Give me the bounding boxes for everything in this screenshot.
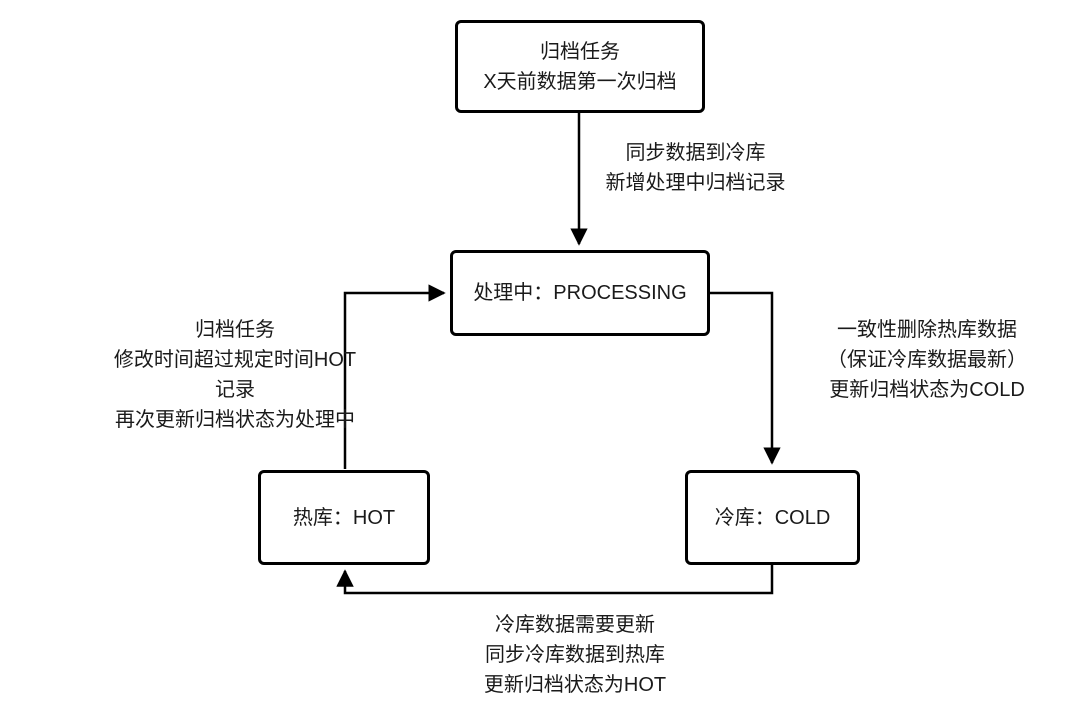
edge-label-cold-to-hot: 冷库数据需要更新 同步冷库数据到热库 更新归档状态为HOT bbox=[460, 610, 690, 700]
edge-label-processing-to-cold-line2: （保证冷库数据最新） bbox=[827, 349, 1027, 371]
node-processing-label: 处理中：PROCESSING bbox=[473, 282, 687, 304]
node-hot: 热库：HOT bbox=[258, 470, 430, 565]
node-cold: 冷库：COLD bbox=[685, 470, 860, 565]
arrow-processing-to-cold bbox=[710, 291, 781, 465]
edge-label-hot-to-processing-line3: 再次更新归档状态为处理中 bbox=[115, 409, 355, 431]
node-processing: 处理中：PROCESSING bbox=[450, 250, 710, 336]
node-archive-task-line2: X天前数据第一次归档 bbox=[483, 70, 677, 93]
node-archive-task: 归档任务 X天前数据第一次归档 bbox=[455, 20, 705, 113]
edge-label-hot-to-processing-line2: 修改时间超过规定时间HOT记录 bbox=[113, 349, 357, 401]
edge-label-cold-to-hot-line2: 同步冷库数据到热库 bbox=[485, 644, 665, 666]
edge-label-processing-to-cold-line3: 更新归档状态为COLD bbox=[829, 379, 1025, 401]
edge-label-task-to-processing-line1: 同步数据到冷库 bbox=[625, 142, 766, 164]
edge-label-processing-to-cold: 一致性删除热库数据 （保证冷库数据最新） 更新归档状态为COLD bbox=[808, 315, 1046, 405]
node-cold-label: 冷库：COLD bbox=[714, 506, 831, 529]
edge-label-cold-to-hot-line3: 更新归档状态为HOT bbox=[483, 674, 667, 696]
edge-label-hot-to-processing: 归档任务 修改时间超过规定时间HOT记录 再次更新归档状态为处理中 bbox=[105, 315, 365, 435]
edge-label-hot-to-processing-line1: 归档任务 bbox=[195, 319, 275, 341]
edge-label-cold-to-hot-line1: 冷库数据需要更新 bbox=[495, 614, 655, 636]
edge-label-task-to-processing-line2: 新增处理中归档记录 bbox=[605, 172, 786, 194]
node-archive-task-line1: 归档任务 bbox=[540, 40, 620, 63]
edge-label-task-to-processing: 同步数据到冷库 新增处理中归档记录 bbox=[593, 138, 798, 198]
arrow-cold-to-hot bbox=[336, 565, 774, 595]
node-hot-label: 热库：HOT bbox=[292, 506, 396, 529]
edge-label-processing-to-cold-line1: 一致性删除热库数据 bbox=[837, 319, 1017, 341]
